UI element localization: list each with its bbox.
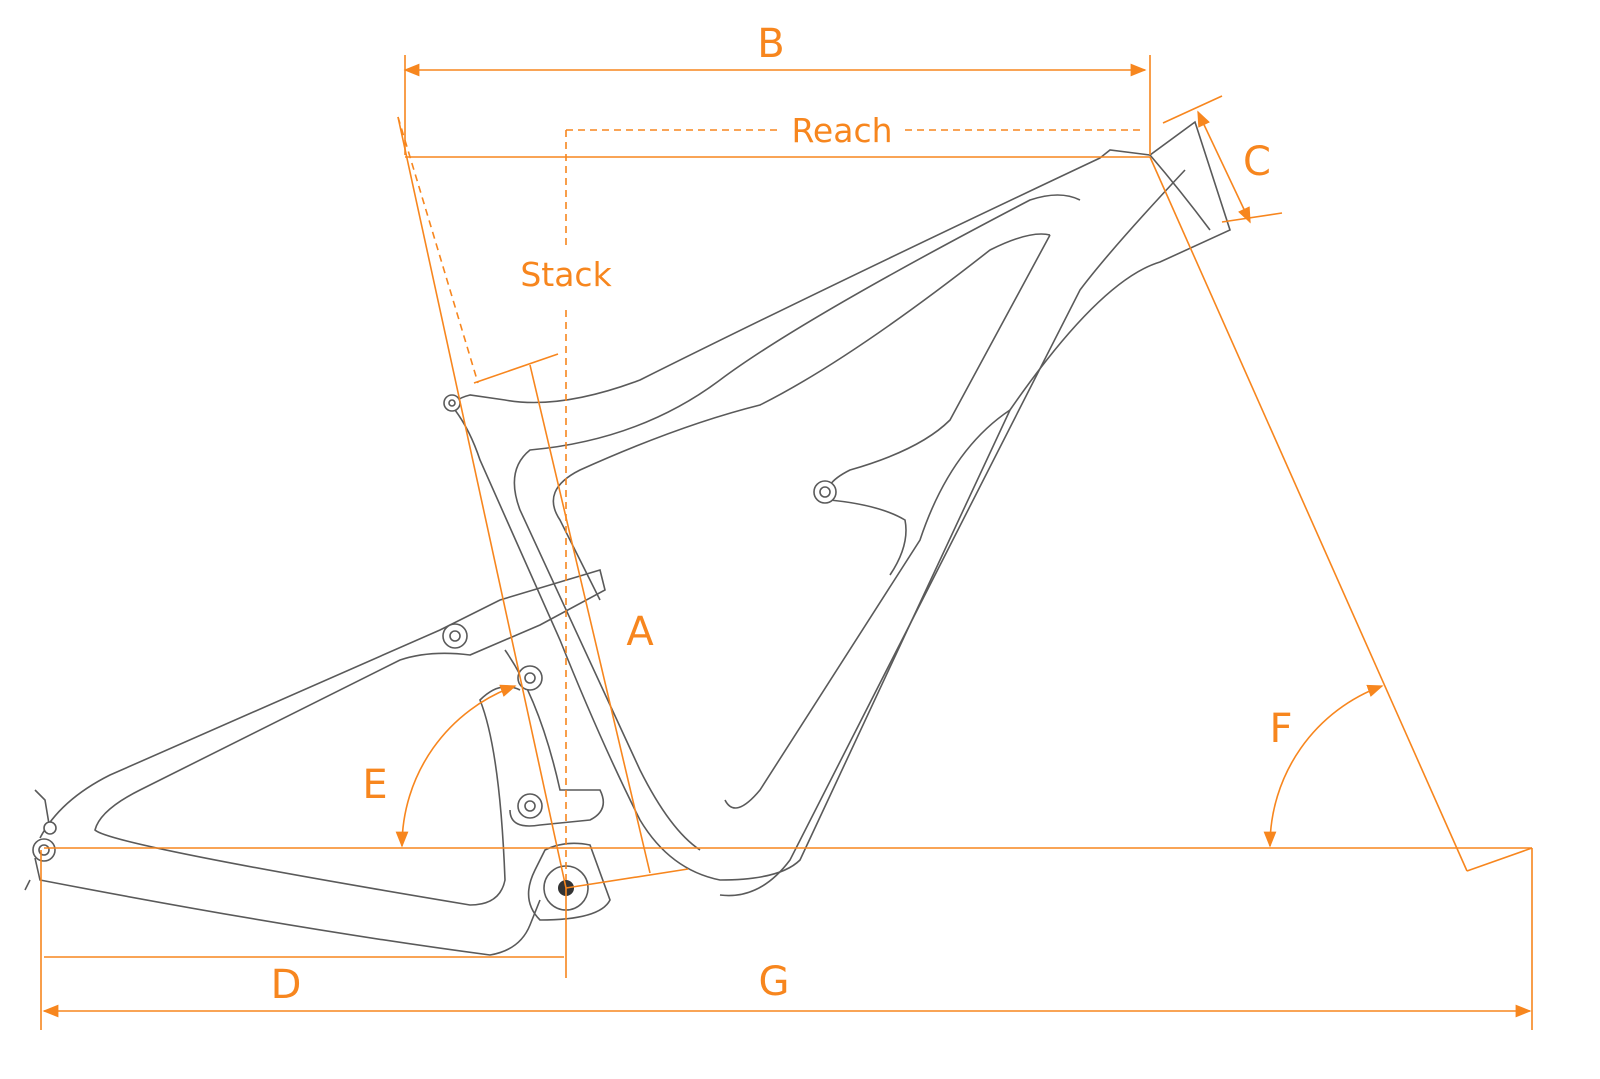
label-b: B [757,21,784,67]
label-c: C [1243,139,1271,185]
label-f: F [1269,706,1292,752]
dimension-lines [40,55,1533,1030]
label-d: D [271,962,302,1008]
label-stack: Stack [520,255,612,294]
label-e: E [362,762,387,808]
label-reach: Reach [791,111,892,150]
label-a: A [626,609,654,655]
bike-frame [24,120,1231,956]
label-g: G [759,959,790,1005]
